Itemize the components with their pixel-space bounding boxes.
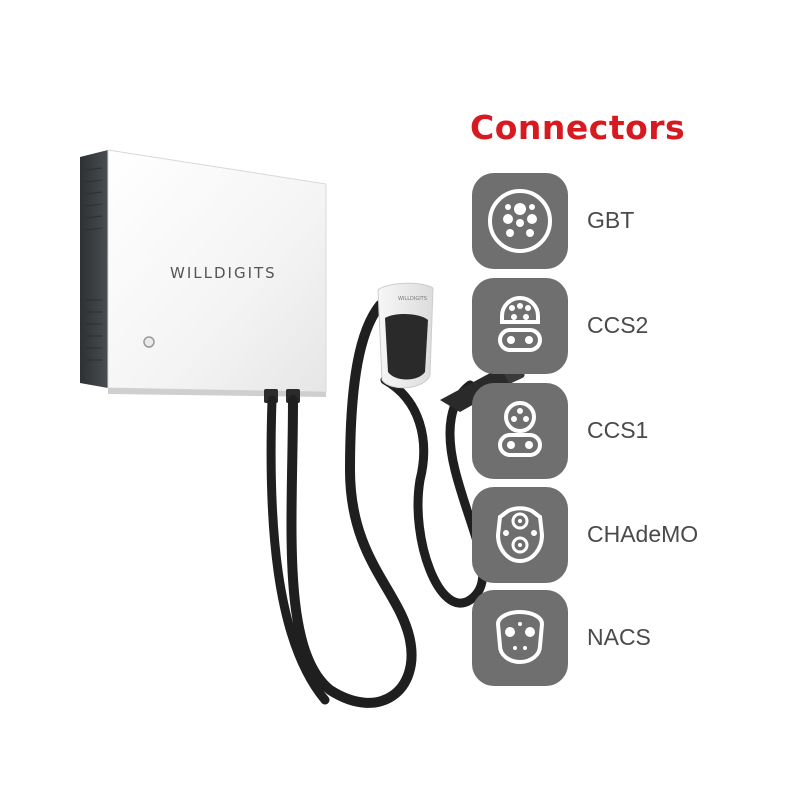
holster-brand-logo: WILLDIGITS (398, 296, 427, 302)
connector-holster: WILLDIGITS (377, 282, 434, 389)
connector-item-ccs1: CCS1 (472, 383, 792, 479)
connector-label: CCS2 (587, 312, 649, 338)
chademo-connector-icon (472, 487, 568, 583)
connector-item-nacs: NACS (472, 590, 792, 686)
connector-item-ccs2: CCS2 (472, 278, 792, 374)
connectors-heading: Connectors (470, 108, 686, 147)
ccs2-connector-icon (472, 278, 568, 374)
connector-label: NACS (587, 624, 651, 650)
charging-cable (266, 300, 488, 708)
nacs-connector-icon (472, 590, 568, 686)
brand-logo: WILLDIGITS (170, 264, 277, 282)
connector-item-chademo: CHAdeMO (472, 487, 792, 583)
power-button-icon (143, 336, 155, 348)
charger-unit: WILLDIGITS (80, 149, 327, 403)
gbt-connector-icon (472, 173, 568, 269)
connector-label: GBT (587, 207, 635, 233)
connector-label: CCS1 (587, 417, 649, 443)
connector-item-gbt: GBT (472, 173, 792, 269)
ccs1-connector-icon (472, 383, 568, 479)
connector-label: CHAdeMO (587, 521, 699, 547)
